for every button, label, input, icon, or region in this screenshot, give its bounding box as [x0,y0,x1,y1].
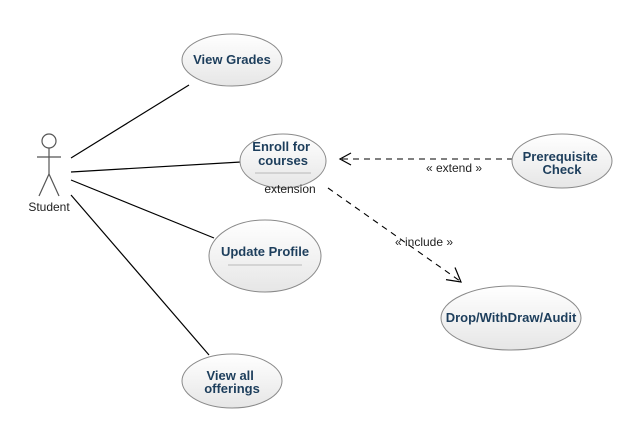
actor-label: Student [28,200,70,214]
usecase-update-profile[interactable]: Update Profile [208,219,322,293]
include-relationship [327,187,462,283]
usecase-label: Enroll for courses [252,139,313,168]
usecase-label: Drop/WithDraw/Audit [446,310,577,325]
usecase-label: View all offerings [204,368,260,396]
extend-label: « extend » [426,161,482,175]
association-view-grades [70,84,190,159]
usecase-enroll-courses[interactable]: Enroll for courses extension [239,133,327,196]
include-arrowhead [445,267,462,283]
association-enroll-courses [70,161,242,173]
usecase-prerequisite-check[interactable]: Prerequisite Check [511,133,613,189]
usecase-label: Update Profile [221,244,309,259]
include-label: « include » [395,235,453,249]
usecase-view-grades[interactable]: View Grades [181,33,283,87]
usecase-label: View Grades [193,52,271,67]
usecase-view-offerings[interactable]: View all offerings [181,353,283,409]
extend-relationship [338,152,513,166]
association-update-profile [70,179,215,239]
include-line [327,187,461,282]
extend-arrowhead [338,152,352,166]
usecase-drop-withdraw-audit[interactable]: Drop/WithDraw/Audit [440,285,582,351]
student-actor[interactable]: Student [28,133,70,214]
association-view-offerings [70,194,210,356]
extension-point-label: extension [264,182,315,196]
usecase-label: Prerequisite Check [523,149,602,177]
stick-figure-icon [37,133,61,197]
